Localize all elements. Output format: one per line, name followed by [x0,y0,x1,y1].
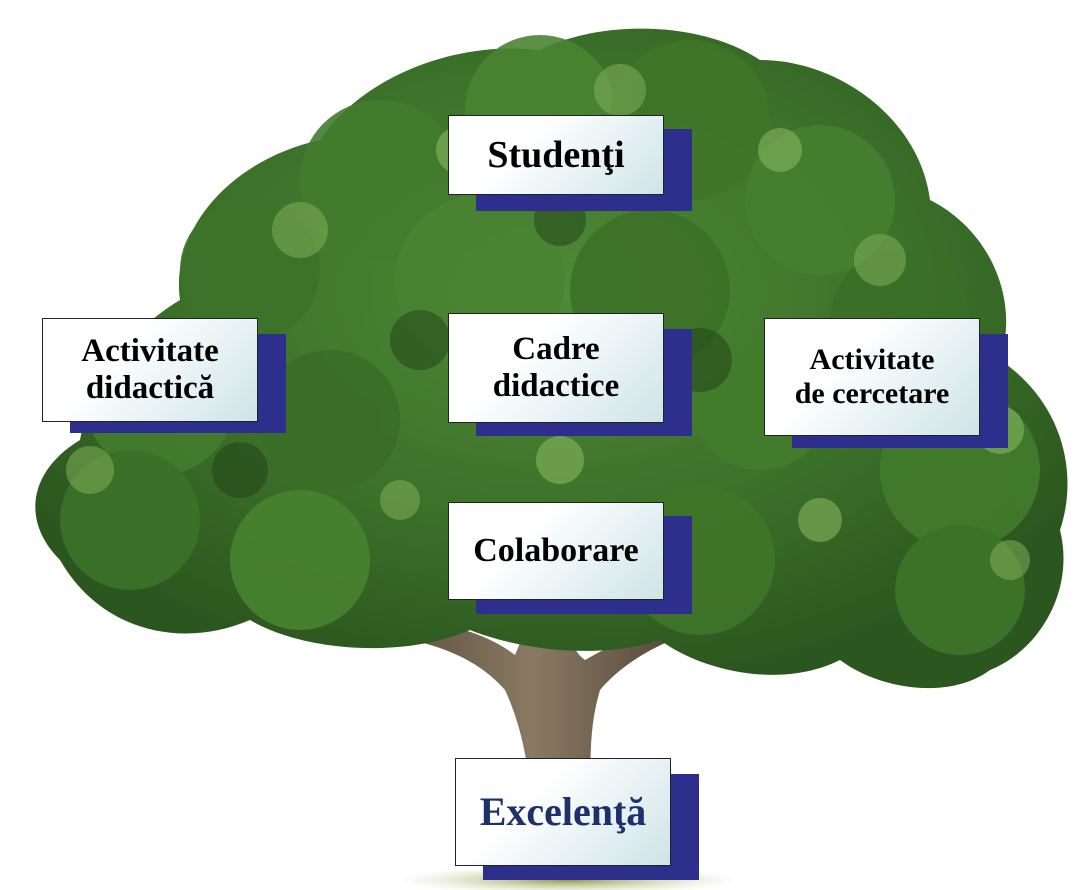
node-excelenta: Excelenţă [455,758,699,880]
node-label-line-1: Activitate [809,343,935,377]
node-label: Studenţi [487,133,625,176]
node-label-line-1: Cadre [512,331,600,368]
node-label: Colaborare [473,531,639,569]
node-label: Excelenţă [479,788,647,834]
node-label-line-2: didactice [492,368,620,404]
node-activitate-cercetare: Activitate de cercetare [764,318,1008,448]
node-colaborare: Colaborare [448,502,692,614]
node-cadre-didactice: Cadre didactice [448,313,692,436]
tree-trunk [360,590,705,870]
node-studenti: Studenţi [448,115,692,211]
node-label-line-1: Activitate [81,333,219,370]
node-label-line-2: de cercetare [794,377,950,410]
node-label-line-2: didactică [85,370,215,406]
node-activitate-didactica: Activitate didactică [42,318,286,433]
